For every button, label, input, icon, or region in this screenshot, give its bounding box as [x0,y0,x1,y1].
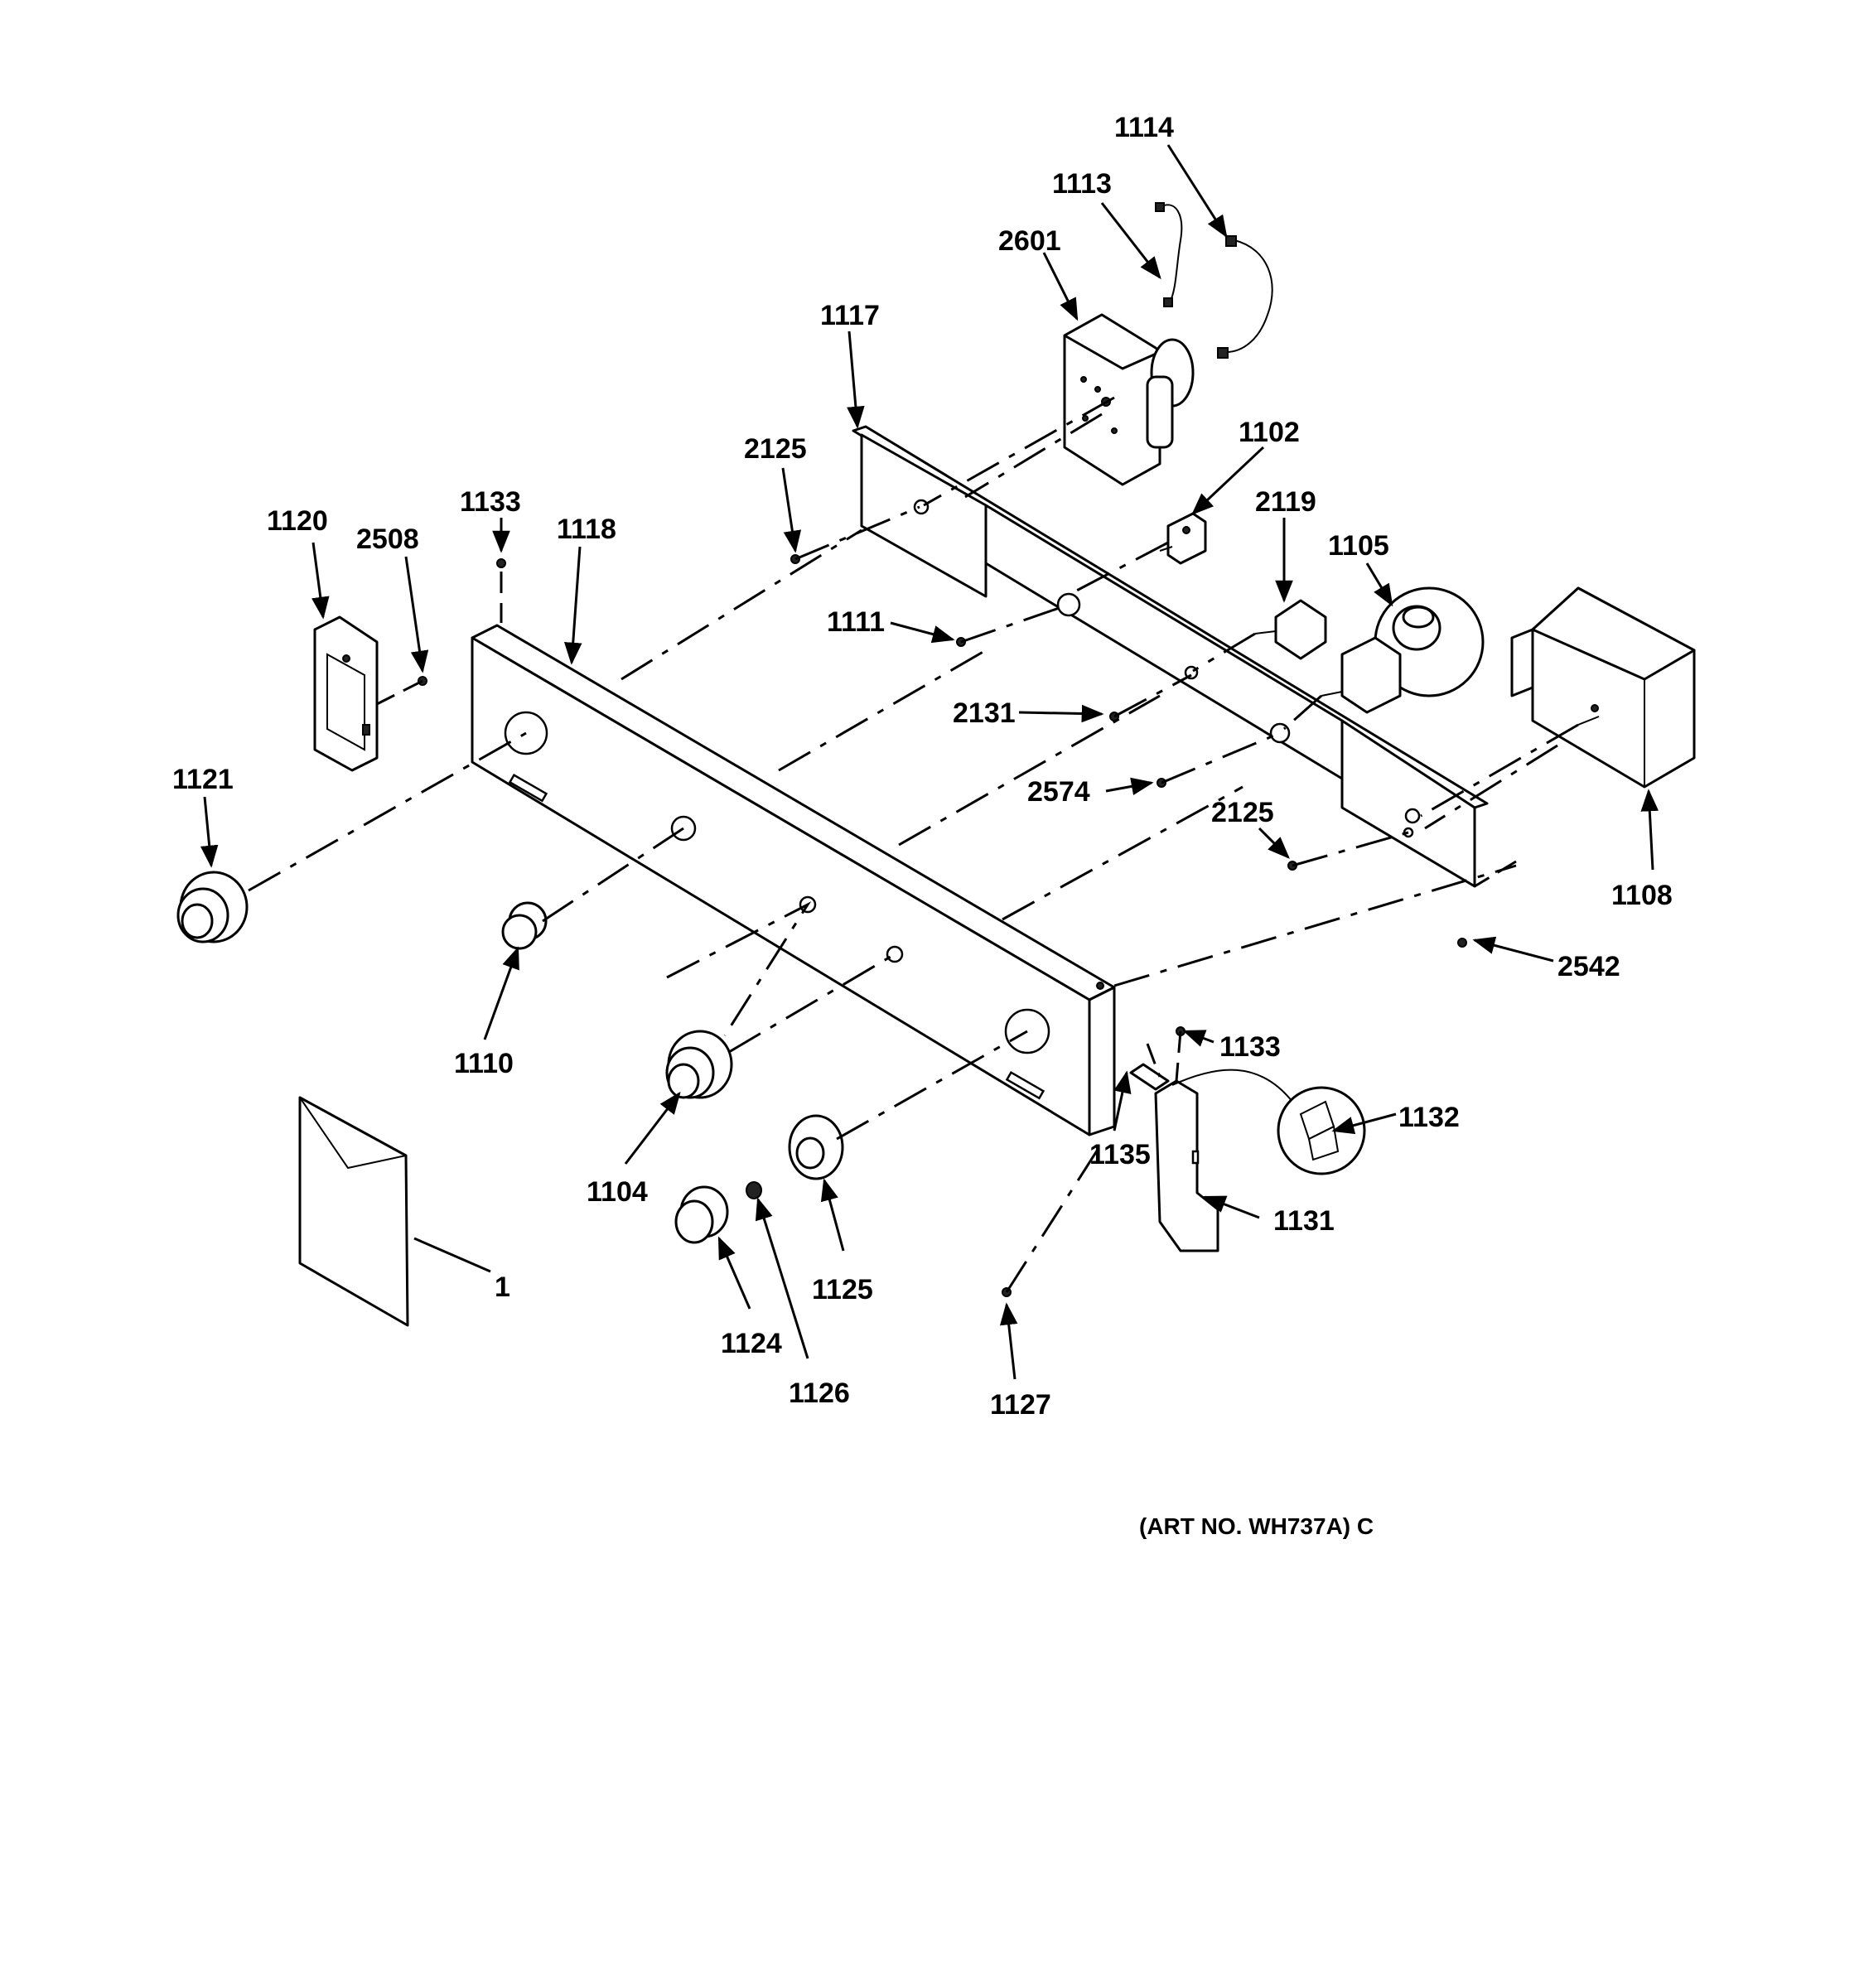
callout-1126: 1126 [789,1378,850,1409]
callout-1133-lower: 1133 [1219,1031,1281,1063]
callout-1105: 1105 [1328,530,1389,562]
callout-1131: 1131 [1273,1205,1335,1237]
art-number: (ART NO. WH737A) C [1139,1513,1374,1539]
callout-1104: 1104 [587,1176,648,1208]
wire-harness-1113 [1155,202,1183,307]
knob-1104 [665,1030,733,1099]
callout-1: 1 [495,1271,510,1303]
control-panel-1118 [471,624,1116,1136]
bracket-1131 [1154,1079,1219,1252]
callout-1113: 1113 [1052,168,1112,200]
callout-1120: 1120 [267,505,328,537]
callout-1121: 1121 [172,764,234,795]
control-box-1108 [1510,586,1696,789]
switch-2119 [1254,599,1327,660]
callout-2119: 2119 [1255,486,1316,518]
callout-labels: 1114 1113 2601 1117 1102 2125 2119 1105 … [172,112,1673,1539]
clip-1135 [1129,1063,1170,1091]
callout-1124: 1124 [721,1328,782,1359]
callout-1135: 1135 [1089,1139,1151,1170]
motor-1105 [1321,586,1485,714]
callout-1127: 1127 [990,1389,1051,1421]
timer-2601 [1063,313,1195,486]
switch-1120 [313,615,379,772]
callout-2125: 2125 [744,433,807,465]
assembly-lines [248,396,1579,1293]
wire-harness-1114 [1217,235,1273,359]
callout-1125: 1125 [812,1274,873,1305]
callout-2508: 2508 [356,524,419,555]
callout-2125-lower: 2125 [1211,797,1274,828]
literature-1 [298,1096,409,1327]
indicator-light-1110 [501,901,548,950]
knob-1121 [176,871,249,943]
callout-2131: 2131 [953,697,1016,729]
skirt-1125 [788,1114,844,1180]
callout-1110: 1110 [454,1048,514,1079]
callout-1102: 1102 [1239,417,1300,448]
callout-1111: 1111 [827,606,885,638]
knob-1124 [674,1185,729,1244]
callout-2542: 2542 [1557,951,1620,982]
callout-1114: 1114 [1114,112,1174,143]
callout-1117: 1117 [820,300,880,331]
callout-2574: 2574 [1027,776,1090,808]
callout-2601: 2601 [998,225,1061,257]
callout-1132: 1132 [1398,1102,1460,1133]
washer-1126 [746,1181,762,1199]
callout-1133: 1133 [460,486,521,518]
callout-1108: 1108 [1611,880,1673,911]
switch-1102 [1159,512,1207,565]
wire-harness-1132 [1171,1069,1366,1175]
callout-1118: 1118 [557,514,616,545]
leader-lines [200,144,1659,1380]
